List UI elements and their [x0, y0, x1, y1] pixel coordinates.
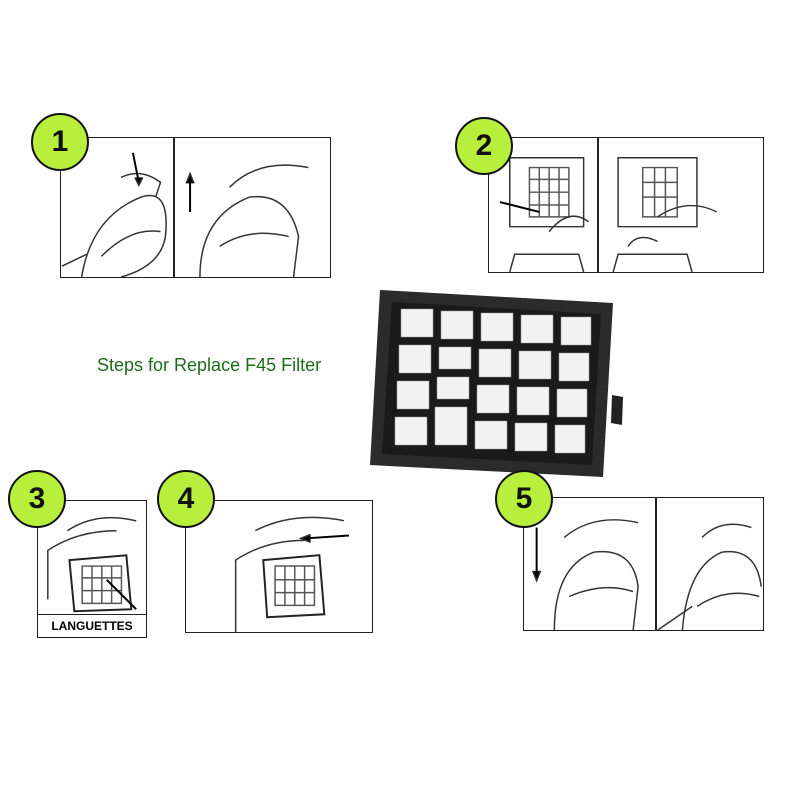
filter-insertion-drawing [234, 516, 349, 632]
filter-removal-drawing [499, 156, 717, 272]
step-3-badge: 3 [8, 470, 66, 528]
step-2-illustration [488, 137, 764, 273]
filter-tabs-drawing [47, 516, 137, 613]
vacuum-lid-close-drawing [531, 519, 762, 630]
step-1-illustration [60, 137, 331, 278]
languettes-label: LANGUETTES [38, 614, 146, 637]
step-1-badge: 1 [31, 113, 89, 171]
step-5-illustration [523, 497, 764, 631]
vacuum-lid-open-drawing [61, 152, 309, 277]
f45-hepa-filter-image [370, 290, 623, 477]
step-4-illustration [185, 500, 373, 633]
step-2-badge: 2 [455, 117, 513, 175]
step-4-badge: 4 [157, 470, 215, 528]
step-5-badge: 5 [495, 470, 553, 528]
instructions-title: Steps for Replace F45 Filter [97, 355, 322, 375]
step-3-illustration: LANGUETTES [37, 500, 147, 638]
